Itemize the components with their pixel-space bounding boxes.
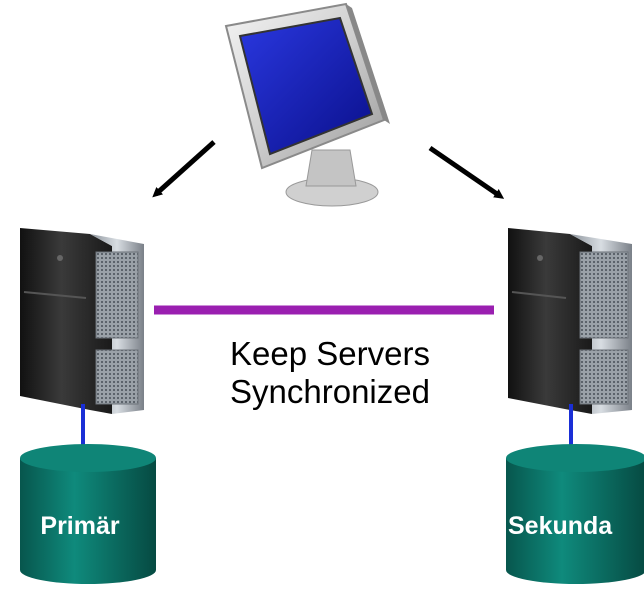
sync-label-line2: Synchronized <box>230 373 430 410</box>
secondary-database: Sekunda <box>506 444 644 584</box>
arrow-to-secondary <box>428 145 505 199</box>
secondary-database-label: Sekunda <box>508 512 613 540</box>
sync-label: Keep Servers <box>230 335 430 372</box>
primary-database-label: Primär <box>40 512 119 540</box>
arrow-to-primary <box>152 140 216 198</box>
primary-server <box>20 228 144 414</box>
primary-database: Primär <box>20 444 156 584</box>
secondary-server <box>508 228 632 414</box>
server-tower-icon <box>508 228 632 414</box>
monitor-icon <box>224 2 390 207</box>
client-monitor <box>224 2 390 207</box>
server-tower-icon <box>20 228 144 414</box>
